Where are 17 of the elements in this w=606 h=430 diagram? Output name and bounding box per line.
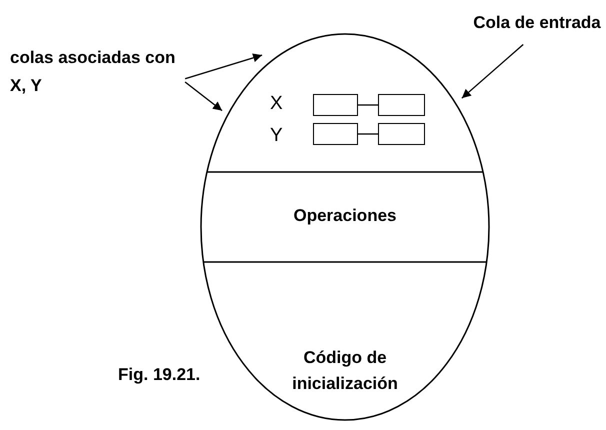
callout-text: colas asociadas con X, Y xyxy=(10,44,180,102)
arrow xyxy=(184,53,262,80)
figure-caption: Fig. 19.21. xyxy=(118,364,200,386)
queue-slot-box xyxy=(378,123,425,145)
queue-slot-box xyxy=(378,94,425,116)
section-label: Código de inicialización xyxy=(270,345,420,401)
monitor-ellipse xyxy=(200,33,490,421)
queue-slot-box xyxy=(313,94,358,116)
callout-text: Cola de entrada xyxy=(468,10,606,40)
section-label: Operaciones xyxy=(220,203,470,233)
queue-name-label: Y xyxy=(270,124,283,148)
queue-slot-box xyxy=(313,123,358,145)
connector-line xyxy=(358,133,378,135)
arrow xyxy=(461,44,524,99)
queue-name-label: X xyxy=(270,92,283,116)
arrow xyxy=(184,81,222,112)
connector-line xyxy=(358,104,378,106)
